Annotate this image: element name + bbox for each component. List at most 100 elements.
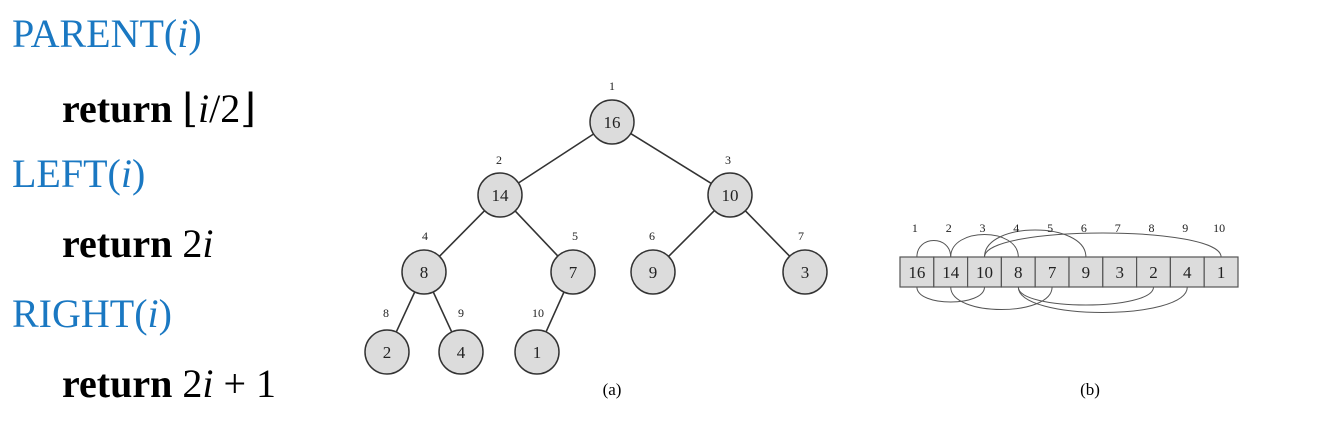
array-index: 3 [980, 221, 986, 235]
array-index: 2 [946, 221, 952, 235]
array-caption: (b) [1080, 380, 1100, 399]
tree-node-index: 9 [458, 306, 464, 320]
floor-right: ⌋ [240, 86, 256, 131]
tree-node-index: 5 [572, 229, 578, 243]
tree-node-circle [782, 249, 828, 295]
tree-edge [395, 291, 416, 333]
array-arc [916, 286, 985, 303]
right-return-var: i [202, 361, 214, 406]
array-arcs [916, 229, 1222, 313]
array-arc [984, 232, 1222, 258]
array-arc [984, 229, 1087, 258]
array-arc [950, 234, 1019, 258]
array-cell-value: 9 [1082, 263, 1091, 282]
array-arc [1017, 286, 1154, 306]
parent-fn-name: PARENT [12, 11, 164, 56]
parent-param: i [177, 11, 189, 56]
array-cell-value: 8 [1014, 263, 1023, 282]
left-param: i [120, 151, 132, 196]
right-fn-name: RIGHT [12, 291, 135, 336]
array-cell-value: 4 [1183, 263, 1192, 282]
tree-node-index: 3 [725, 153, 731, 167]
right-heading: RIGHT(i) [12, 291, 172, 336]
tree-node-index: 10 [532, 306, 544, 320]
right-return: return 2i + 1 [62, 360, 276, 408]
tree-node-value: 14 [492, 186, 510, 205]
tree-node-value: 3 [801, 263, 810, 282]
right-param: i [147, 291, 159, 336]
array-index: 8 [1149, 221, 1155, 235]
array-arc [1017, 286, 1188, 313]
array-index: 7 [1115, 221, 1121, 235]
tree-node-circle [589, 99, 635, 145]
tree-edge [545, 291, 565, 333]
tree-node-circle [364, 329, 410, 375]
array-cell [899, 256, 935, 288]
tree-edge [517, 133, 595, 184]
parent-return-var: i [197, 86, 210, 131]
array-index: 1 [912, 221, 918, 235]
tree-edge [514, 210, 559, 257]
tree-node-value: 4 [457, 343, 466, 362]
tree-edge [667, 209, 716, 258]
tree-node-circle [477, 172, 523, 218]
tree-edge [630, 132, 712, 185]
array-cell-value: 7 [1048, 263, 1057, 282]
tree-node-value: 16 [604, 113, 621, 132]
tree-node-value: 7 [569, 263, 578, 282]
tree-node-value: 8 [420, 263, 429, 282]
tree-node-value: 9 [649, 263, 658, 282]
tree-edges [395, 132, 791, 333]
array-cell [1102, 256, 1138, 288]
array-index: 5 [1047, 221, 1053, 235]
array-index: 9 [1182, 221, 1188, 235]
tree-node-index: 8 [383, 306, 389, 320]
array-cell [1068, 256, 1104, 288]
tree-node-circle [707, 172, 753, 218]
array-cell [1000, 256, 1036, 288]
array-cell [966, 256, 1002, 288]
array-index: 6 [1081, 221, 1087, 235]
floor-left: ⌊ [182, 86, 198, 131]
array-cell [1203, 256, 1239, 288]
tree-edge [432, 291, 453, 333]
tree-node-circle [630, 249, 676, 295]
left-return-num: 2 [182, 221, 203, 266]
array-cell-value: 16 [908, 263, 925, 282]
parent-return-keyword: return [62, 86, 173, 131]
right-return-keyword: return [62, 361, 173, 406]
array-cell [1135, 256, 1171, 288]
tree-node-circle [514, 329, 560, 375]
tree-edge [744, 210, 791, 257]
array-cell-value: 3 [1115, 263, 1124, 282]
left-return-keyword: return [62, 221, 173, 266]
array-arc [950, 286, 1053, 310]
tree-node-index: 7 [798, 229, 804, 243]
tree-edge [438, 210, 486, 257]
tree-nodes: 16 1 14 2 10 3 8 4 7 5 9 6 3 7 2 8 4 9 1 10 [364, 79, 828, 375]
tree-node-index: 1 [609, 79, 615, 93]
left-return-var: i [202, 221, 214, 266]
array-cell-value: 14 [942, 263, 960, 282]
array-cell-value: 2 [1149, 263, 1158, 282]
tree-node-value: 2 [383, 343, 392, 362]
parent-return-rest: /2 [209, 86, 241, 131]
left-fn-name: LEFT [12, 151, 108, 196]
tree-node-circle [401, 249, 447, 295]
array-index: 10 [1213, 221, 1225, 235]
right-return-rest: + 1 [213, 361, 277, 406]
array-cell-value: 10 [976, 263, 993, 282]
tree-node-value: 1 [533, 343, 542, 362]
tree-node-index: 6 [649, 229, 655, 243]
left-heading: LEFT(i) [12, 151, 146, 196]
array-cell-value: 1 [1217, 263, 1226, 282]
parent-return: return ⌊i/2⌋ [62, 85, 256, 133]
tree-caption: (a) [603, 380, 622, 399]
left-return: return 2i [62, 220, 213, 268]
tree-node-index: 2 [496, 153, 502, 167]
tree-node-value: 10 [722, 186, 739, 205]
array-arc [916, 240, 952, 258]
tree-node-index: 4 [422, 229, 428, 243]
